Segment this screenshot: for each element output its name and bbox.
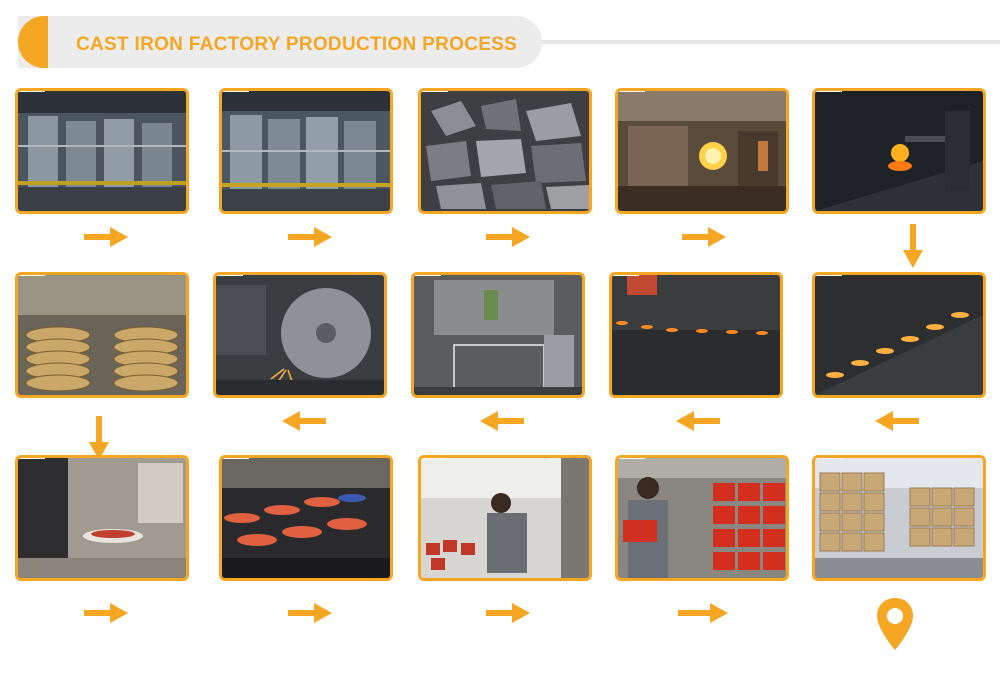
page-title: CAST IRON FACTORY PRODUCTION PROCESS [76, 34, 518, 55]
location-pin-icon [875, 596, 915, 652]
step-11-photo [15, 455, 189, 581]
enamelled-lids-image [222, 458, 390, 578]
flow-arrow-right [84, 224, 128, 250]
step-15-photo [812, 455, 986, 581]
shot-blasting-machine-image [414, 275, 582, 395]
flow-arrow-right [682, 224, 726, 250]
step-10-photo [15, 272, 189, 398]
flow-arrow-right [486, 224, 530, 250]
red-cookware-image [618, 458, 786, 578]
sand-molds-glowing-image [612, 275, 780, 395]
factory-machinery-image [222, 91, 390, 211]
stacked-castings-image [18, 275, 186, 395]
step-3-photo [418, 88, 592, 214]
flow-arrow-down [86, 416, 112, 460]
header-pill: CAST IRON FACTORY PRODUCTION PROCESS [18, 16, 542, 68]
furnace-molten-metal-image [618, 91, 786, 211]
step-7-photo [609, 272, 783, 398]
packed-cartons-image [815, 458, 983, 578]
step-4-photo [615, 88, 789, 214]
pouring-molten-iron-image [815, 91, 983, 211]
flow-arrow-right [288, 600, 332, 626]
step-12-photo [219, 455, 393, 581]
step-13-photo [418, 455, 592, 581]
flow-arrow-left [282, 408, 326, 434]
sand-molds-pouring-image [815, 275, 983, 395]
step-8-photo [411, 272, 585, 398]
flow-arrow-right [288, 224, 332, 250]
flow-arrow-right [84, 600, 128, 626]
step-5-photo [812, 88, 986, 214]
header: CAST IRON FACTORY PRODUCTION PROCESS [0, 12, 1000, 72]
flow-arrow-left [875, 408, 919, 434]
step-2-photo [219, 88, 393, 214]
step-6-photo [812, 272, 986, 398]
header-rule [520, 40, 1000, 44]
step-9-photo [213, 272, 387, 398]
flow-arrow-down [900, 224, 926, 268]
factory-machinery-image [18, 91, 186, 211]
flow-arrow-left [480, 408, 524, 434]
scrap-iron-pile-image [421, 91, 589, 211]
step-14-photo [615, 455, 789, 581]
flow-arrow-right [678, 600, 728, 626]
step-1-photo [15, 88, 189, 214]
enamel-spraying-image [18, 458, 186, 578]
flow-arrow-left [676, 408, 720, 434]
flow-arrow-right [486, 600, 530, 626]
grinding-wheel-image [216, 275, 384, 395]
quality-inspection-image [421, 458, 589, 578]
